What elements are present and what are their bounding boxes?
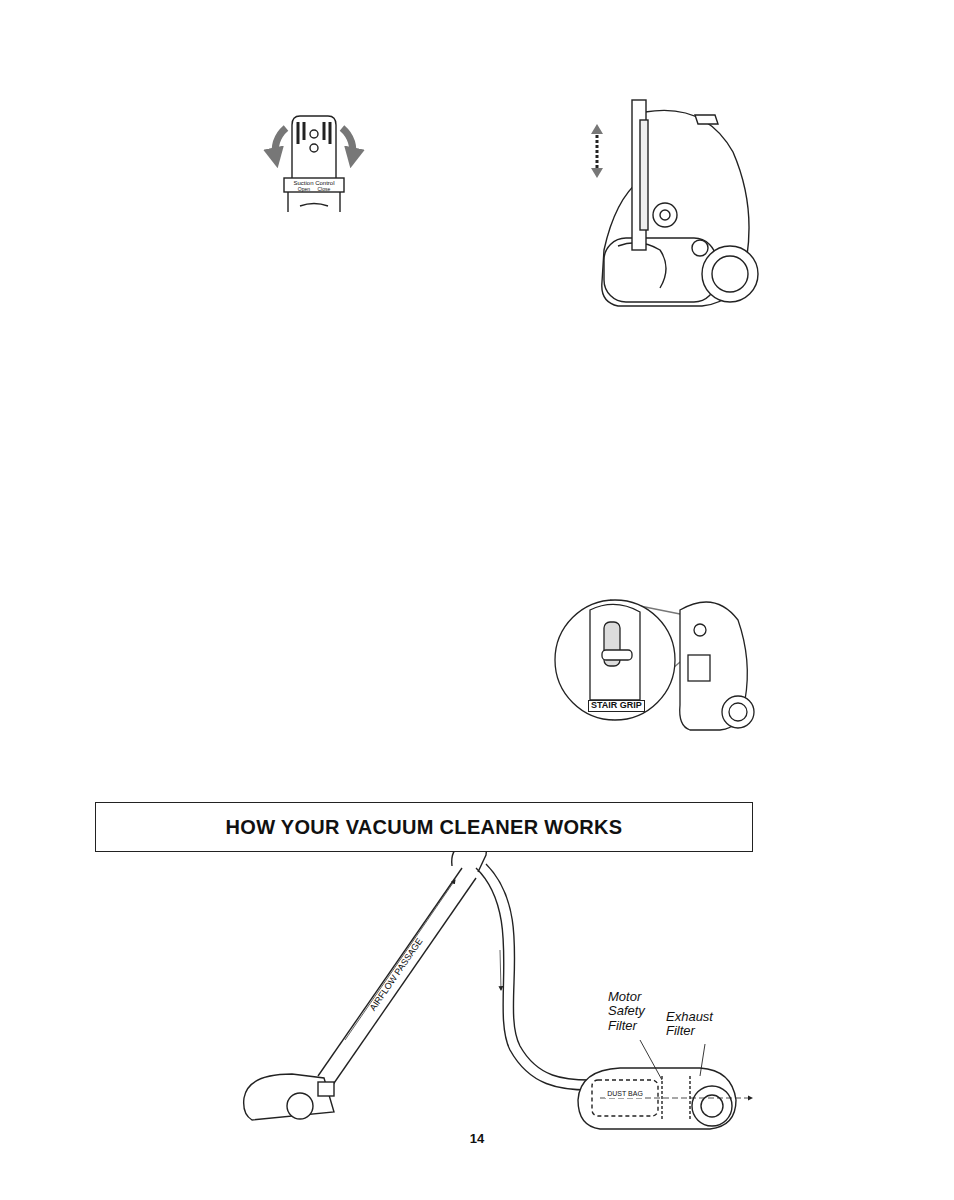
suction-knob <box>275 116 353 212</box>
height-adjust-figure <box>591 100 758 306</box>
section-heading: HOW YOUR VACUUM CLEANER WORKS <box>95 802 753 852</box>
part-label: STAIR GRIP <box>588 700 645 712</box>
airflow-label: AIRFLOW PASSAGE <box>367 935 426 1015</box>
part-label: DUST BAG <box>605 1090 645 1098</box>
airflow-figure <box>244 840 752 1129</box>
control-label: Open Close <box>298 187 330 193</box>
callout-label: Exhaust Filter <box>666 1010 722 1039</box>
page-number: 14 <box>470 1132 484 1146</box>
stair-grip-figure <box>555 600 754 730</box>
callout-label: Motor Safety Filter <box>608 990 658 1033</box>
